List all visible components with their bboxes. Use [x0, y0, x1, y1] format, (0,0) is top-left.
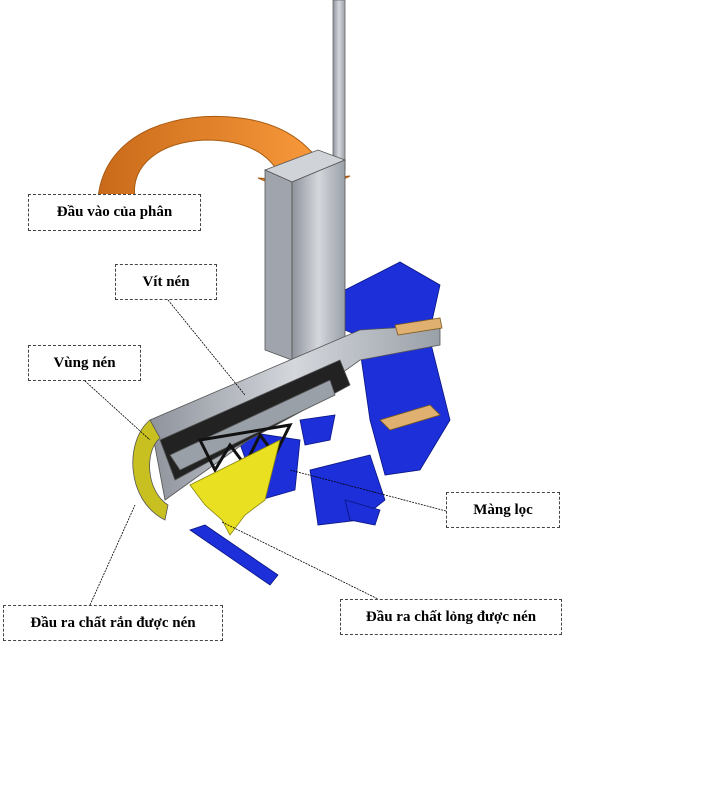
control-arm	[379, 404, 441, 431]
label-solid-outlet: Đầu ra chất rắn được nén	[3, 605, 223, 641]
liquid-outlet-funnel	[189, 439, 281, 536]
label-inlet: Đầu vào của phân	[28, 194, 201, 231]
drive-frame	[189, 261, 451, 586]
label-screw: Vít nén	[115, 264, 217, 300]
compression-zone-cap	[132, 419, 169, 521]
hopper	[263, 149, 347, 361]
label-liquid-outlet: Đầu ra chất lỏng được nén	[340, 599, 562, 635]
screw-barrel	[149, 324, 441, 501]
label-compression-zone: Vùng nén	[28, 345, 141, 381]
label-filter-screen: Màng lọc	[446, 492, 560, 528]
leader-lines	[84, 299, 447, 606]
vertical-pole	[332, 0, 346, 171]
